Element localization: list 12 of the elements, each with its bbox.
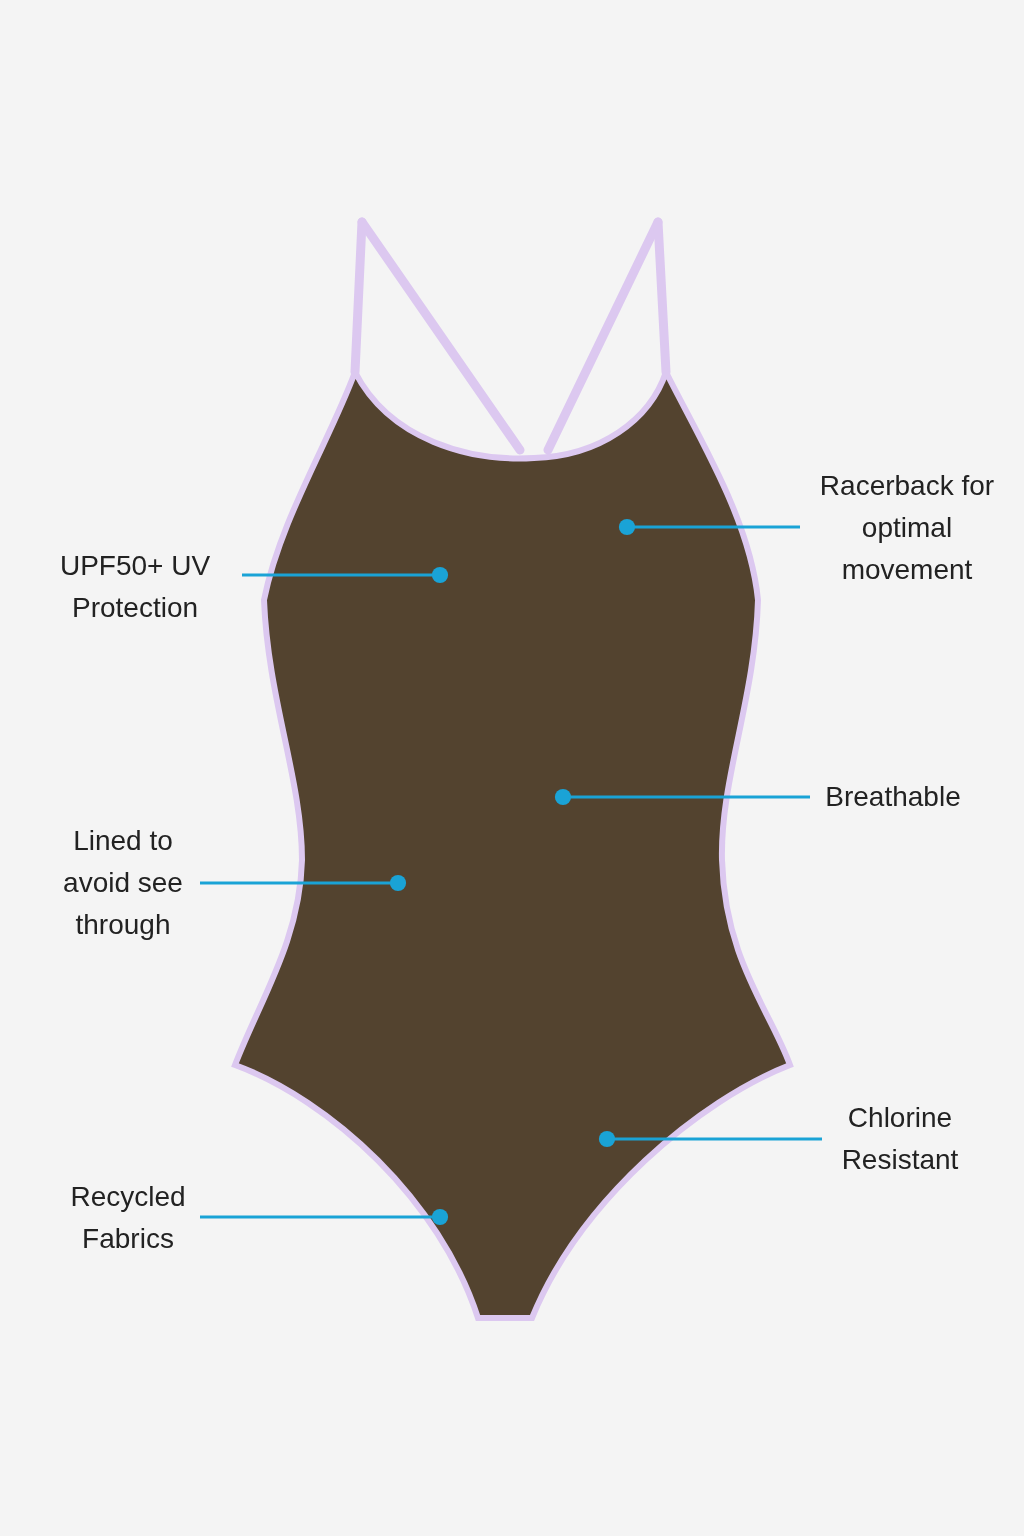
callout-label: UPF50+ UV Protection	[30, 545, 240, 629]
callout-label: Recycled Fabrics	[58, 1176, 198, 1260]
leader-line	[200, 1208, 449, 1226]
leader-line	[242, 566, 449, 584]
leader-line	[598, 1130, 822, 1148]
leader-line	[554, 788, 810, 806]
leader-line	[618, 518, 800, 536]
callout-label: Breathable	[813, 776, 973, 818]
callout-label: Lined to avoid see through	[48, 820, 198, 946]
leader-line	[200, 874, 407, 892]
callout-label: Racerback for optimal movement	[802, 465, 1012, 591]
callout-label: Chlorine Resistant	[825, 1097, 975, 1181]
